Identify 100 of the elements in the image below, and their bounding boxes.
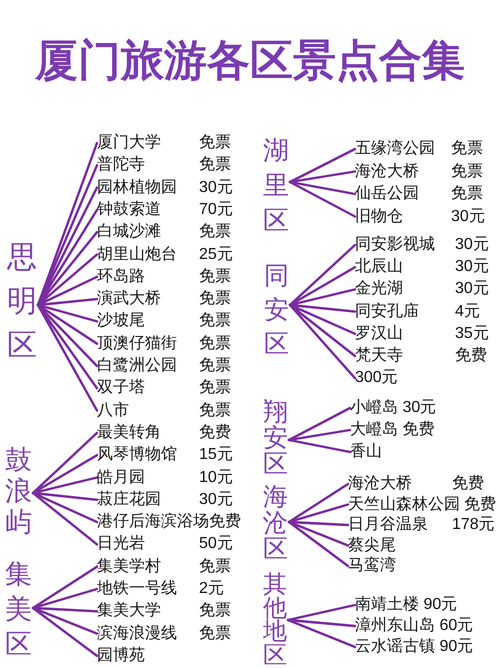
connector-line bbox=[32, 454, 98, 494]
attraction-name: 白城沙滩 bbox=[97, 223, 161, 240]
district-label: 思明区 bbox=[6, 236, 38, 368]
ticket-price: 免费 bbox=[209, 512, 241, 532]
ticket-price: 免票 bbox=[451, 184, 483, 204]
connector-line bbox=[32, 492, 98, 524]
ticket-price: 免票 bbox=[199, 334, 231, 354]
ticket-price: 30元 bbox=[451, 206, 485, 226]
connector-line bbox=[36, 304, 98, 323]
connector-line bbox=[36, 304, 98, 412]
attraction-name: 港仔后海滨浴场 bbox=[97, 513, 209, 530]
ticket-price: 30元 bbox=[455, 235, 489, 255]
connector-line bbox=[288, 503, 350, 524]
ticket-price: 15元 bbox=[199, 445, 233, 466]
connector-line bbox=[288, 304, 356, 313]
ticket-price: 免票 bbox=[199, 400, 231, 421]
connector-line bbox=[288, 180, 356, 218]
attraction-name: 普陀寺 bbox=[97, 156, 145, 174]
ticket-price: 4元 bbox=[455, 302, 480, 322]
attraction-label: 南靖土楼 90元 bbox=[355, 594, 458, 616]
connector-line bbox=[36, 276, 98, 306]
ticket-price: 30元 bbox=[199, 178, 233, 198]
connector-line bbox=[32, 588, 98, 610]
ticket-price: 30元 bbox=[455, 257, 489, 278]
ticket-price: 免票 bbox=[199, 289, 231, 310]
ticket-price: 免票 bbox=[199, 311, 231, 332]
attraction-name: 梵天寺 bbox=[355, 347, 403, 364]
connector-line bbox=[288, 438, 352, 454]
connector-line bbox=[288, 244, 356, 306]
connector-line bbox=[32, 606, 98, 658]
attraction-name: 北辰山 bbox=[355, 258, 403, 276]
district-label: 翔安区 bbox=[262, 399, 289, 477]
connector-line bbox=[32, 566, 98, 610]
connector-line bbox=[288, 180, 356, 196]
connector-line bbox=[288, 288, 356, 306]
ticket-price: 免费 bbox=[199, 422, 231, 443]
attraction-name: 沙坡尾 bbox=[97, 312, 145, 330]
attraction-name: 菽庄花园 bbox=[97, 490, 161, 508]
connector-line bbox=[288, 520, 350, 568]
connector-line bbox=[288, 520, 350, 547]
district-label: 同安区 bbox=[263, 259, 290, 361]
ticket-price: 免票 bbox=[199, 624, 231, 644]
attraction-name: 环岛路 bbox=[97, 268, 145, 285]
attraction-name: 最美转角 bbox=[97, 424, 161, 441]
ticket-price: 免票 bbox=[199, 155, 231, 176]
attraction-label: 漳州东山岛 60元 bbox=[355, 615, 474, 637]
connector-line bbox=[288, 170, 356, 184]
attraction-name: 五缘湾公园 bbox=[355, 140, 435, 157]
ticket-price: 免费 bbox=[452, 474, 484, 494]
attraction-name: 日光岩 bbox=[97, 535, 145, 552]
district-label: 其他地区 bbox=[262, 573, 288, 667]
attraction-name: 同安影视城 bbox=[355, 236, 435, 253]
ticket-price: 30元 bbox=[199, 490, 233, 510]
attraction-label: 小嶝岛 30元 bbox=[350, 397, 436, 419]
attraction-name: 地铁一号线 bbox=[97, 580, 177, 597]
ticket-price: 免费 bbox=[455, 346, 487, 366]
attraction-name: 海沧大桥 bbox=[355, 162, 419, 180]
attraction-label: 大嶝岛 免费 bbox=[350, 419, 434, 441]
district-label: 集美区 bbox=[4, 557, 33, 662]
connector-line bbox=[36, 298, 98, 306]
ticket-price: 免票 bbox=[451, 162, 483, 182]
connector-line bbox=[36, 208, 98, 306]
ticket-price: 免票 bbox=[199, 222, 231, 242]
ticket-price: 免票 bbox=[199, 378, 231, 398]
connector-line bbox=[286, 604, 356, 622]
connector-line bbox=[288, 304, 356, 335]
district-label: 湖里区 bbox=[262, 133, 290, 238]
connector-line bbox=[288, 148, 356, 184]
ticket-price: 178元 bbox=[452, 515, 495, 535]
attraction-label: 云水谣古镇 90元 bbox=[355, 636, 474, 658]
attraction-name: 香山 bbox=[350, 441, 382, 463]
attraction-name: 演武大桥 bbox=[97, 290, 161, 308]
connector-line bbox=[288, 406, 352, 442]
attraction-name: 集美学村 bbox=[97, 558, 161, 575]
attraction-name: 滨海浪漫线 bbox=[97, 624, 177, 642]
attraction-name: 金光湖 bbox=[355, 280, 403, 298]
ticket-price: 35元 bbox=[455, 324, 489, 344]
ticket-price: 10元 bbox=[199, 468, 233, 488]
attraction-name: 同安孔庙 bbox=[355, 302, 419, 320]
attraction-name: 仙岳公园 bbox=[355, 185, 419, 202]
connector-line bbox=[36, 304, 98, 390]
attraction-name: 钟鼓索道 bbox=[97, 200, 161, 218]
ticket-price: 免票 bbox=[199, 556, 231, 577]
attraction-name: 八市 bbox=[97, 402, 129, 419]
connector-line bbox=[286, 618, 356, 648]
connector-line bbox=[32, 606, 98, 612]
connector-line bbox=[32, 492, 98, 546]
attraction-name: 集美大学 bbox=[97, 602, 161, 620]
connector-line bbox=[32, 606, 98, 635]
attraction-name: 罗汉山 bbox=[355, 324, 403, 342]
connector-line bbox=[288, 304, 356, 380]
ticket-price: 免费 bbox=[464, 494, 496, 514]
attraction-name: 顶澳仔猫街 bbox=[97, 334, 177, 352]
attraction-name: 蔡尖尾 bbox=[348, 534, 396, 556]
attraction-name: 厦门大学 bbox=[97, 134, 161, 151]
title: 厦门旅游各区景点合集 bbox=[35, 36, 465, 86]
ticket-price: 免票 bbox=[199, 356, 231, 376]
ticket-price: 50元 bbox=[199, 534, 233, 554]
connector-line bbox=[286, 618, 356, 628]
connector-line bbox=[288, 266, 356, 306]
